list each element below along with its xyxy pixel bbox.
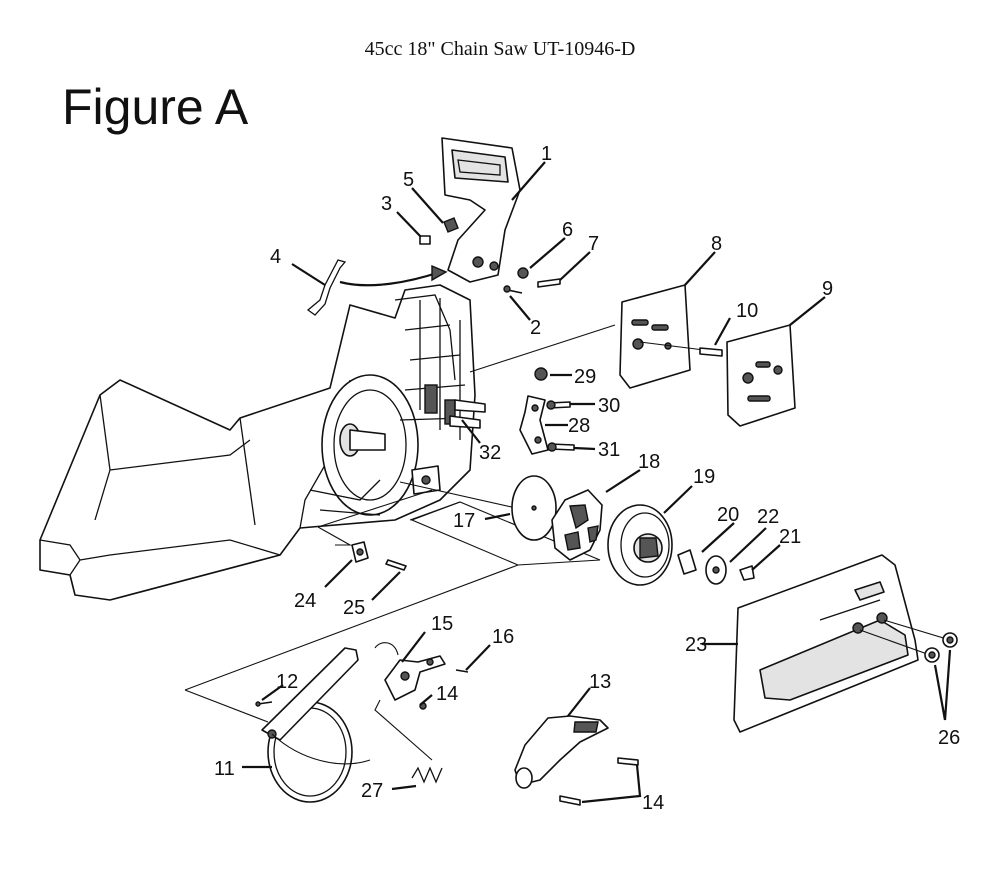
- callout-6: 6: [562, 219, 573, 241]
- callout-11: 11: [214, 758, 235, 780]
- part-15-lever: [374, 642, 446, 761]
- callout-4: 4: [270, 246, 281, 268]
- part-9-outer-bar-plate: [726, 324, 796, 427]
- callout-1: 1: [541, 143, 552, 165]
- part-13-brake-handle: [514, 715, 609, 789]
- callout-19: 19: [693, 466, 715, 488]
- callout-9: 9: [822, 278, 833, 300]
- fasteners-top: [419, 217, 561, 294]
- callout-26: 26: [938, 727, 960, 749]
- part-29-nut: [534, 367, 548, 381]
- part-22-washer: [705, 555, 727, 585]
- part-16-pin: [455, 669, 469, 673]
- part-14-screw-c: [559, 795, 581, 806]
- callout-numbers: 1 2 3 4 5 6 7 8 9 10 11 12 13 14 14 14 1…: [214, 143, 960, 814]
- callout-23: 23: [685, 634, 707, 656]
- callout-15: 15: [431, 613, 453, 635]
- part-11-brake-band: [261, 647, 371, 803]
- part-18-clutch: [551, 489, 603, 561]
- callout-27: 27: [361, 780, 383, 802]
- callout-14-a: 14: [436, 683, 458, 705]
- callout-16: 16: [492, 626, 514, 648]
- callout-25: 25: [343, 597, 365, 619]
- part-4-wire-link: [306, 259, 448, 316]
- callout-10: 10: [736, 300, 758, 322]
- saw-body: [39, 284, 486, 601]
- part-1-hand-guard: [441, 137, 521, 283]
- part-14-screw-b: [617, 757, 639, 766]
- callout-22: 22: [757, 506, 779, 528]
- callout-7: 7: [588, 233, 599, 255]
- part-19-clutch-drum: [607, 504, 673, 586]
- part-27-spring: [411, 766, 443, 784]
- callout-5: 5: [403, 169, 414, 191]
- leader-lines: [242, 161, 952, 791]
- callout-20: 20: [717, 504, 739, 526]
- callout-14-b: 14: [642, 792, 664, 814]
- callout-28: 28: [568, 415, 590, 437]
- part-17-washer: [511, 475, 557, 541]
- callout-13: 13: [589, 671, 611, 693]
- part-23-sprocket-cover: [733, 554, 919, 733]
- callout-29: 29: [574, 366, 596, 388]
- callout-30: 30: [598, 395, 620, 417]
- figure-label: Figure A: [62, 79, 249, 135]
- callout-24: 24: [294, 590, 316, 612]
- part-20-bearing: [677, 549, 697, 575]
- part-28-bracket: [519, 395, 549, 455]
- part-10-bolt: [699, 347, 723, 357]
- callout-17: 17: [453, 510, 475, 532]
- part-8-inner-bar-plate: [619, 284, 691, 389]
- part-25-screw: [385, 559, 407, 571]
- callout-12: 12: [276, 671, 298, 693]
- callout-3: 3: [381, 193, 392, 215]
- document-title: 45cc 18" Chain Saw UT-10946-D: [364, 38, 636, 60]
- callout-2: 2: [530, 317, 541, 339]
- callout-8: 8: [711, 233, 722, 255]
- callout-18: 18: [638, 451, 660, 473]
- callout-21: 21: [779, 526, 801, 548]
- callout-31: 31: [598, 439, 620, 461]
- callout-32: 32: [479, 442, 501, 464]
- part-21-clip: [739, 565, 755, 581]
